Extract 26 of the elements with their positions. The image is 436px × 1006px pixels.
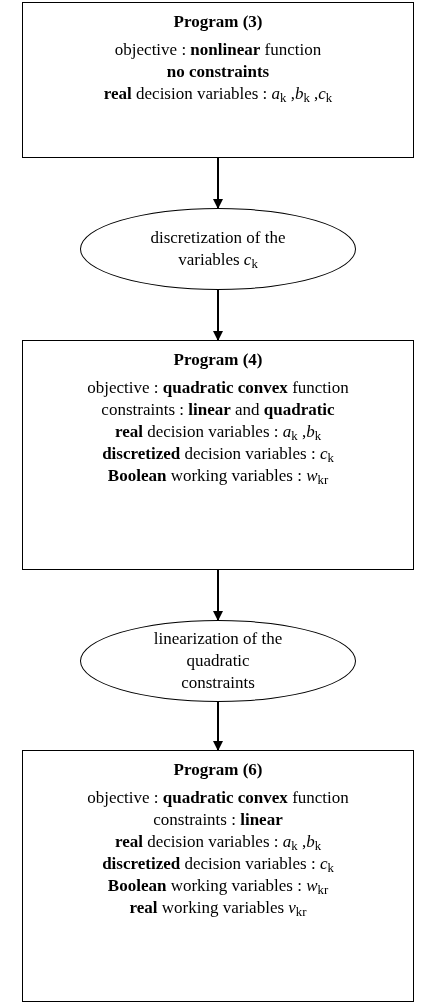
program-line: real decision variables : a$_{k}$ ,b$_{k}$ ,c$_{k}$ <box>103 83 333 105</box>
program-line: discretized decision variables : c$_{k}$ <box>102 443 334 465</box>
step-text: discretization of the variables c$_{k}$ <box>149 227 287 271</box>
arrow <box>213 157 223 209</box>
program-line: objective : quadratic convex function <box>87 377 349 399</box>
program-line: real decision variables : a$_{k}$ ,b$_{k}$ <box>115 831 321 853</box>
step-text: linearization of the quadratic constraints <box>152 628 284 694</box>
program-line: constraints : linear <box>153 809 283 831</box>
program-line: objective : quadratic convex function <box>87 787 349 809</box>
program-line: discretized decision variables : c$_{k}$ <box>102 853 334 875</box>
arrow <box>213 569 223 621</box>
program-line: constraints : linear and quadratic <box>101 399 335 421</box>
program-line: objective : nonlinear function <box>114 39 322 61</box>
program-line: real working variables v$_{kr}$ <box>129 897 307 919</box>
arrow <box>213 289 223 341</box>
program-box <box>22 340 414 570</box>
program-heading: Program (4) <box>173 349 263 371</box>
program-heading: Program (3) <box>173 11 263 33</box>
program-heading: Program (6) <box>173 759 263 781</box>
program-box <box>22 750 414 1002</box>
program-line: Boolean working variables : w$_{kr}$ <box>107 875 329 897</box>
program-line: no constraints <box>166 61 270 83</box>
program-line: Boolean working variables : w$_{kr}$ <box>107 465 329 487</box>
program-line: real decision variables : a$_{k}$ ,b$_{k}$ <box>115 421 321 443</box>
program-box <box>22 2 414 158</box>
arrow <box>213 701 223 751</box>
